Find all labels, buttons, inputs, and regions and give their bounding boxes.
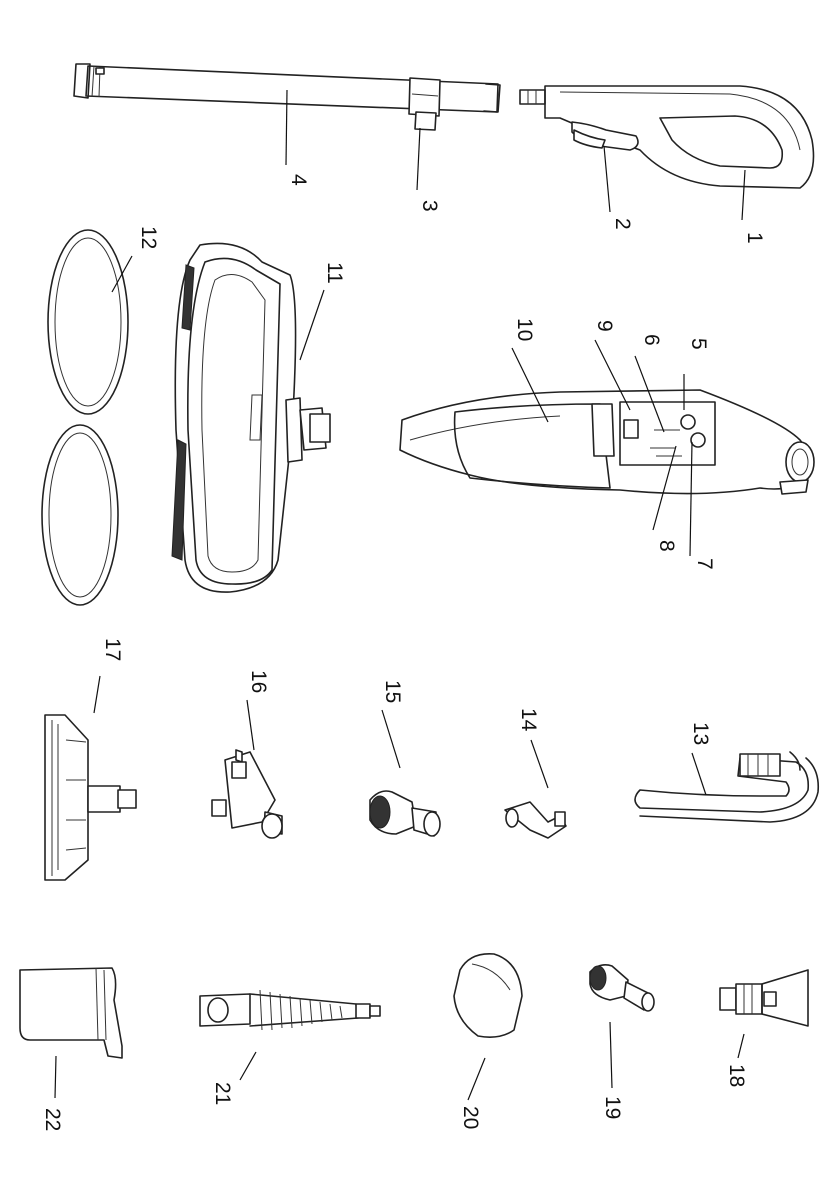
callout-3: 3: [418, 200, 441, 212]
floor-head: [172, 243, 330, 592]
callout-20: 20: [459, 1106, 482, 1129]
callout-18: 18: [725, 1064, 748, 1087]
wide-nozzle: [720, 970, 808, 1026]
angled-nozzle: [505, 802, 566, 838]
window-squeegee-tool: [45, 715, 136, 880]
callout-14: 14: [517, 708, 540, 732]
callout-8: 8: [655, 540, 678, 552]
handle: [520, 86, 814, 188]
callout-2: 2: [611, 218, 634, 230]
trigger: [572, 122, 638, 150]
hook-handle: [635, 752, 818, 822]
callout-7: 7: [693, 558, 716, 570]
small-round-brush: [590, 965, 654, 1011]
callout-6: 6: [640, 334, 663, 346]
tube-clip: [409, 78, 440, 130]
spiral-brush-tool: [200, 990, 380, 1030]
double-brush-tool: [212, 750, 282, 838]
callout-4: 4: [287, 174, 310, 186]
callout-12: 12: [137, 226, 160, 249]
callout-21: 21: [211, 1082, 234, 1105]
callout-10: 10: [513, 318, 536, 341]
callout-19: 19: [601, 1096, 624, 1119]
callout-17: 17: [101, 638, 124, 661]
callout-5: 5: [687, 338, 710, 350]
callout-11: 11: [323, 262, 346, 284]
callout-1: 1: [743, 232, 766, 244]
callout-13: 13: [689, 722, 712, 745]
callout-9: 9: [593, 320, 616, 332]
round-brush: [370, 791, 440, 836]
callout-15: 15: [381, 680, 404, 703]
cloth-cover: [454, 954, 522, 1037]
callout-numbers: 1 2 3 4 5 6 7 8 9 10 11 12 13 14 15 16 1…: [41, 174, 766, 1131]
measuring-cup: [20, 968, 122, 1058]
callout-22: 22: [41, 1108, 64, 1131]
callout-16: 16: [247, 670, 270, 693]
steamer-body: [400, 390, 814, 494]
